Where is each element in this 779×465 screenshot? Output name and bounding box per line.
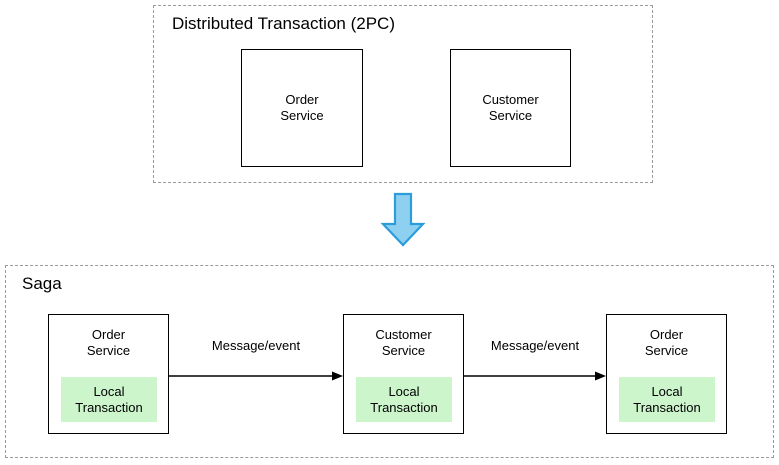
connector-arrow-2: [464, 369, 607, 383]
connector-arrow-1: [169, 369, 344, 383]
down-arrow-icon: [378, 192, 428, 248]
service-box-saga-customer-service[interactable]: Customer Service Local Transaction: [343, 314, 464, 434]
group-title-distributed-transaction: Distributed Transaction (2PC): [172, 14, 395, 33]
service-label-saga-order-service: Order Service: [86, 327, 131, 358]
service-label-saga-customer-service: Customer Service: [375, 327, 432, 358]
service-box-saga-order-service[interactable]: Order Service Local Transaction: [48, 314, 169, 434]
local-transaction-chip-customer-service: Local Transaction: [356, 377, 452, 422]
service-box-order-service-2pc[interactable]: Order Service: [241, 49, 363, 167]
group-title-saga: Saga: [22, 274, 62, 293]
service-box-customer-service-2pc[interactable]: Customer Service: [450, 49, 571, 167]
service-label-order-service-2pc: Order Service: [280, 92, 324, 123]
edge-label-message-event-1: Message/event: [211, 338, 301, 353]
local-transaction-chip-order-service: Local Transaction: [61, 377, 157, 422]
local-transaction-chip-order-service-2: Local Transaction: [619, 377, 715, 422]
service-label-saga-order-service-2: Order Service: [644, 327, 689, 358]
service-box-saga-order-service-2[interactable]: Order Service Local Transaction: [606, 314, 727, 434]
service-label-customer-service-2pc: Customer Service: [482, 92, 539, 123]
edge-label-message-event-2: Message/event: [490, 338, 580, 353]
group-distributed-transaction: [153, 5, 653, 183]
group-saga: [5, 265, 774, 458]
